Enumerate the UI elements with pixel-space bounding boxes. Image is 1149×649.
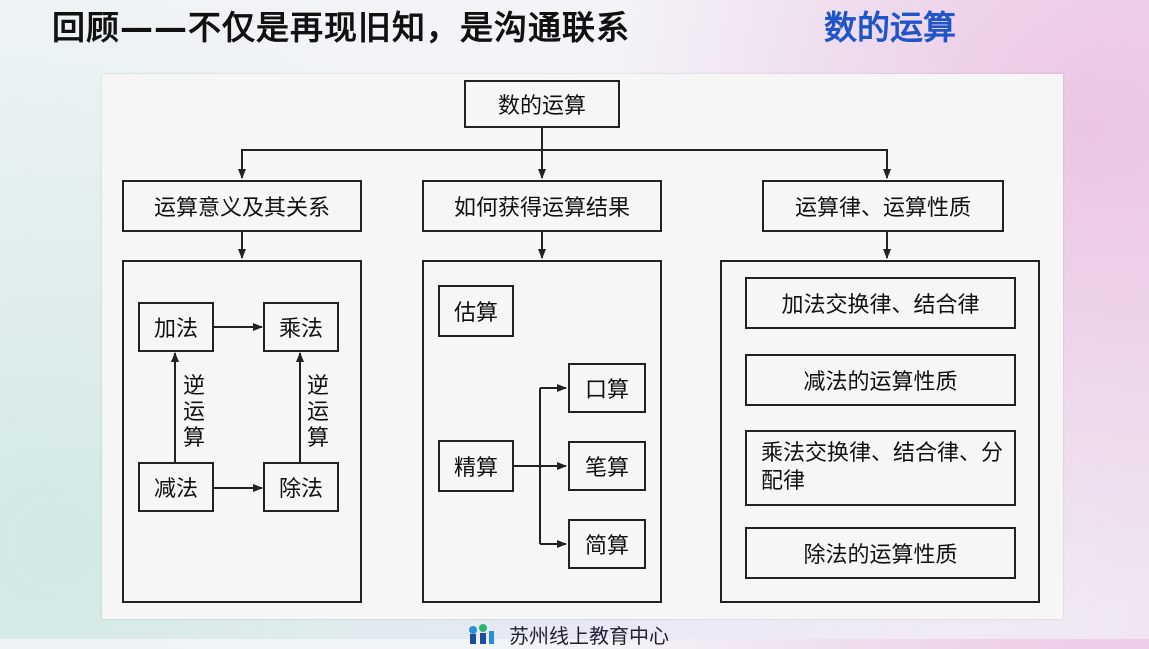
node-exact: 精算 [438, 440, 514, 492]
node-mental: 口算 [568, 363, 646, 413]
node-subtract-props: 减法的运算性质 [745, 354, 1016, 406]
branch-meaning: 运算意义及其关系 [122, 180, 362, 232]
footer-brand: 苏州线上教育中心 [467, 624, 669, 648]
branch-results: 如何获得运算结果 [422, 180, 662, 232]
node-add: 加法 [138, 302, 214, 352]
node-divide-props: 除法的运算性质 [745, 527, 1016, 579]
organization-logo-icon [467, 624, 495, 644]
branch-laws: 运算律、运算性质 [762, 180, 1004, 232]
node-divide: 除法 [263, 462, 339, 512]
footer-org-name: 苏州线上教育中心 [509, 623, 669, 648]
node-written: 笔算 [568, 441, 646, 491]
laws-frame [720, 260, 1040, 603]
node-multiply-laws: 乘法交换律、结合律、分配律 [745, 430, 1016, 506]
inverse-label-left: 逆 运 算 [182, 374, 205, 451]
node-add-laws: 加法交换律、结合律 [745, 277, 1016, 329]
node-estimate: 估算 [438, 285, 514, 337]
results-frame [422, 260, 662, 603]
relations-frame [122, 260, 362, 603]
node-subtract: 减法 [138, 462, 214, 512]
inverse-label-right: 逆 运 算 [306, 374, 329, 451]
node-simplified: 简算 [568, 519, 646, 569]
page-subtitle: 数的运算 [824, 8, 956, 47]
root-node: 数的运算 [464, 80, 620, 128]
node-multiply: 乘法 [263, 302, 339, 352]
page-title: 回顾——不仅是再现旧知，是沟通联系 [52, 8, 630, 47]
